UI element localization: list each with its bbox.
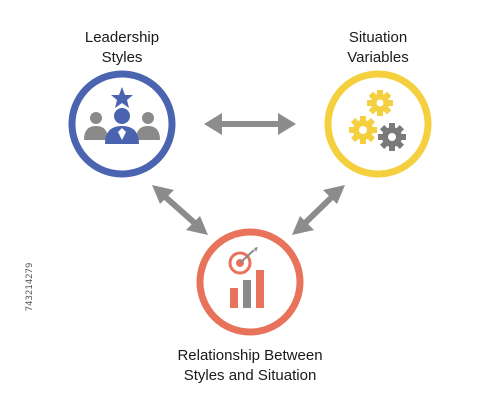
arrow-left-bottom <box>152 185 208 235</box>
gears-icon <box>349 90 406 151</box>
bar-1 <box>230 288 238 308</box>
situation-ring <box>324 70 432 178</box>
node-situation <box>324 70 432 178</box>
node-relationship <box>196 228 304 336</box>
leadership-icon <box>84 87 160 144</box>
target-chart-icon <box>228 247 264 308</box>
star-icon <box>111 87 133 108</box>
node-leadership <box>68 70 176 178</box>
bar-2 <box>243 280 251 308</box>
arrow-right-bottom <box>292 185 345 235</box>
watermark-id: 743214279 <box>25 262 35 312</box>
relationship-label: Relationship Between Styles and Situatio… <box>177 347 323 384</box>
situation-variables-label: Situation Variables <box>347 29 409 66</box>
leadership-styles-label: Leadership Styles <box>84 29 160 66</box>
bar-3 <box>256 270 264 308</box>
arrow-left-right <box>204 113 296 135</box>
